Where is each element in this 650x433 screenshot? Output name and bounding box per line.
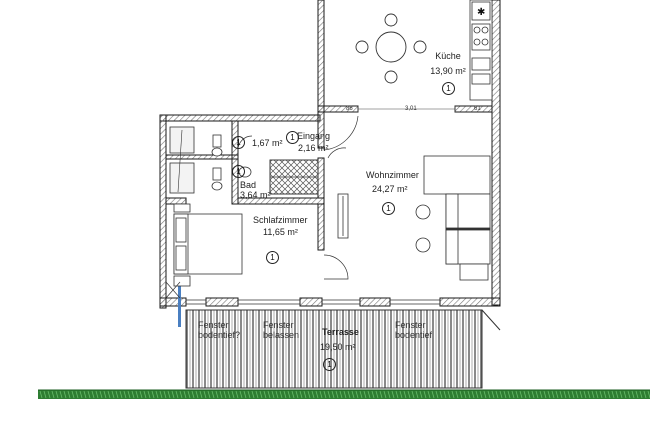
note-fenster-belassen-line1: Fenster <box>263 320 294 330</box>
room-name-wohnzimmer: Wohnzimmer <box>366 170 419 180</box>
dimension-61: 61 <box>474 106 481 112</box>
staircase <box>269 159 319 195</box>
unit-marker-kueche: 1 <box>442 82 455 95</box>
sofa <box>423 155 491 281</box>
unit-marker-schlafzimmer: 1 <box>266 251 279 264</box>
dining-table <box>355 13 427 84</box>
room-area-wohnzimmer: 24,27 m² <box>372 184 408 194</box>
room-area-terrasse: 19,50 m² <box>320 342 356 352</box>
terrace-deck <box>185 309 483 389</box>
room-name-bad: Bad <box>240 180 257 190</box>
windows-bottom <box>186 299 440 305</box>
unit-marker-eingang: 1 <box>286 131 299 144</box>
room-area-bad: 3,64 m² <box>240 190 271 200</box>
room-area-eingang: 2,16 m² <box>298 143 329 153</box>
unit-marker-wohnzimmer: 1 <box>382 202 395 215</box>
room-area-wc: 1,67 m² <box>252 138 283 148</box>
room-name-eingang: Eingang <box>297 131 331 141</box>
note-fenster-belassen-line2: belassen <box>263 330 300 340</box>
note-fenster-bodentief-line2: bodentief <box>395 330 433 340</box>
dimension-301: 3,01 <box>405 106 417 112</box>
unit-marker-terrasse: 1 <box>323 358 336 371</box>
shower <box>169 126 195 194</box>
corner-detail <box>165 281 181 299</box>
room-name-schlafzimmer: Schlafzimmer <box>253 215 308 225</box>
note-fenster-bodentief-q-line1: Fenster <box>198 320 229 330</box>
note-fenster-bodentief-line1: Fenster <box>395 320 426 330</box>
dimension-line <box>357 106 456 112</box>
side-tables <box>415 204 431 253</box>
toilets <box>211 134 252 191</box>
room-area-kueche: 13,90 m² <box>430 66 466 76</box>
window-marker-blue <box>178 285 181 327</box>
dimension-86: 86 <box>346 106 353 112</box>
grass-strip <box>38 389 650 399</box>
room-name-kueche: Küche <box>435 51 461 61</box>
unit-marker-wc: 1 <box>232 136 245 149</box>
unit-marker-bad: 1 <box>232 165 245 178</box>
bed <box>173 203 243 287</box>
note-fenster-bodentief-q-line2: bodentief? <box>198 330 241 340</box>
room-area-schlafzimmer: 11,65 m² <box>263 227 298 237</box>
walls <box>159 0 501 309</box>
kitchen-counter <box>469 0 493 101</box>
room-name-terrasse: Terrasse <box>322 327 359 337</box>
asterisk-icon: ✱ <box>477 7 485 18</box>
tv-cabinet <box>337 193 349 239</box>
